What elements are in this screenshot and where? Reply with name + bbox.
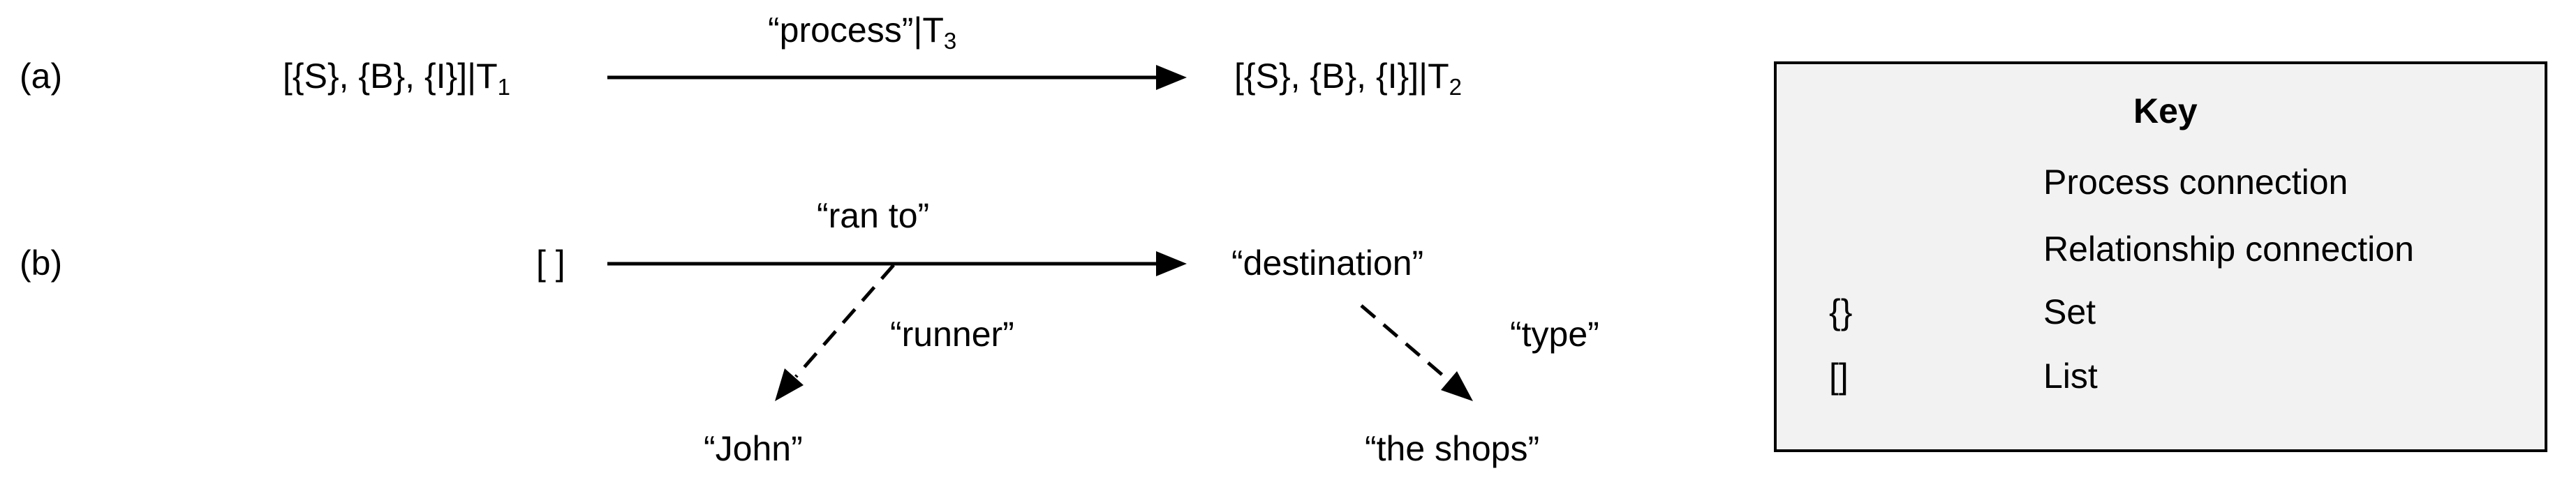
runner-label: “runner” bbox=[890, 315, 1014, 354]
row-b-end-node: “destination” bbox=[1231, 244, 1424, 283]
row-a-left-node: [{S}, {B}, {I}]|T1 bbox=[283, 57, 511, 100]
row-a-right-node: [{S}, {B}, {I}]|T2 bbox=[1234, 57, 1463, 100]
key-label-relationship: Relationship connection bbox=[2043, 230, 2414, 269]
process-arrow-a bbox=[607, 65, 1187, 90]
row-b-process-label: “ran to” bbox=[817, 196, 930, 235]
label-b: (b) bbox=[20, 244, 63, 283]
type-value-node: “the shops” bbox=[1365, 429, 1540, 468]
key-title: Key bbox=[2133, 91, 2198, 130]
type-label: “type” bbox=[1510, 315, 1599, 354]
key-label-set: Set bbox=[2043, 292, 2096, 331]
key-label-process: Process connection bbox=[2043, 163, 2348, 202]
label-a: (a) bbox=[20, 57, 63, 96]
type-relationship-arrow bbox=[1360, 304, 1473, 401]
key-label-list: List bbox=[2043, 357, 2098, 396]
runner-relationship-arrow bbox=[775, 264, 895, 401]
key-symbol-list: [] bbox=[1829, 357, 1849, 396]
process-arrow-b bbox=[607, 251, 1187, 276]
key-box bbox=[1774, 61, 2547, 452]
row-b-start-node: [ ] bbox=[536, 244, 565, 283]
key-symbol-set: {} bbox=[1829, 292, 1853, 331]
row-a-process-label: “process”|T3 bbox=[768, 10, 957, 54]
runner-value-node: “John” bbox=[704, 429, 803, 468]
